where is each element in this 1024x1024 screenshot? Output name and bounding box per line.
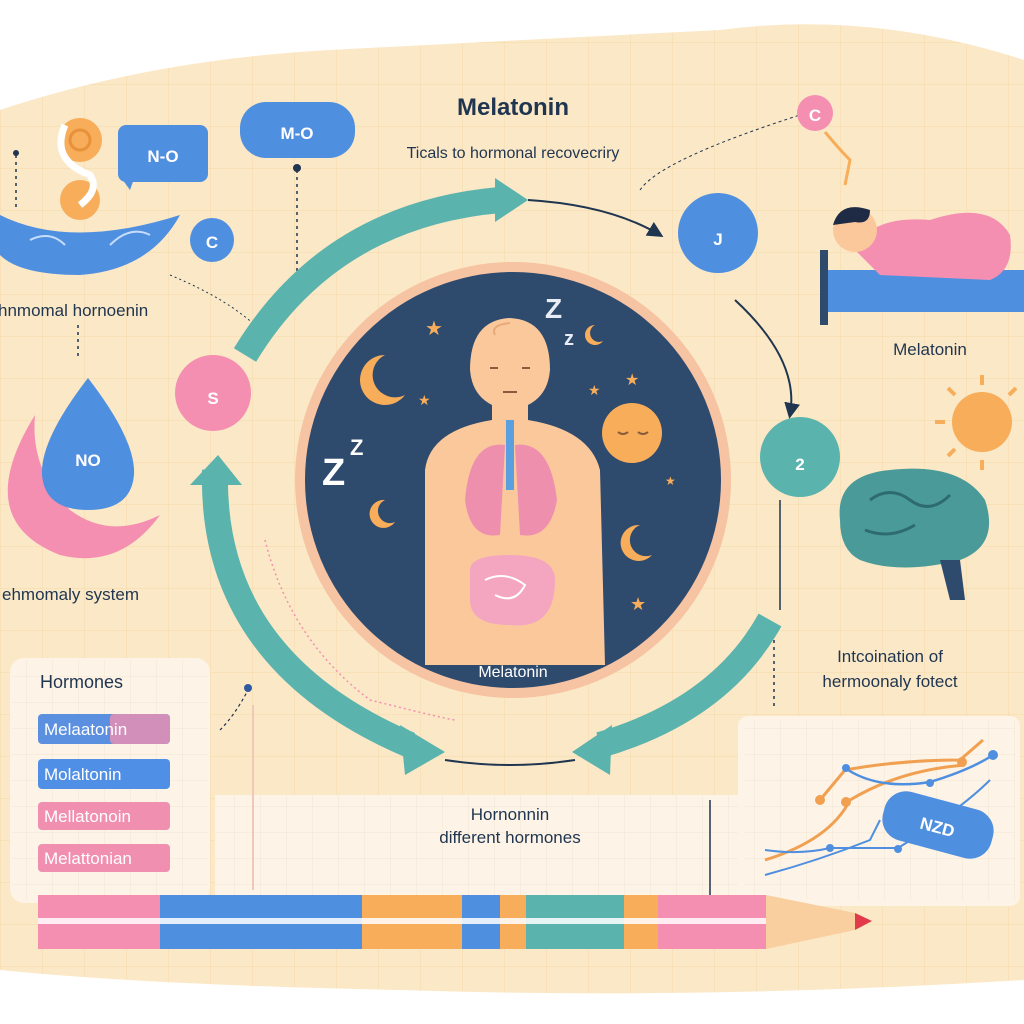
line-chart-panel: NZD [738, 716, 1020, 906]
hormone-item-3: Melattonian [38, 844, 170, 872]
label-text: C [206, 233, 218, 252]
right-sleep-label: Melatonin [893, 340, 967, 359]
moon-icon [359, 355, 405, 406]
label-text: Z [350, 435, 363, 460]
star-icons: ★ ★ ★ ★ ★ ★ [418, 318, 676, 614]
nzd-badge: NZD [882, 791, 994, 859]
hormones-title: Hormones [40, 672, 123, 692]
circle-caption: Melatonin [478, 664, 547, 681]
n-o-label: N-O [147, 147, 178, 166]
label-text: Melattonian [44, 849, 132, 868]
center-bottom-line2: different hormones [439, 828, 580, 847]
left-top-label: hnmomal hornoenin [0, 301, 148, 320]
moon-icon [369, 499, 395, 528]
pencil-timeline-bar [38, 895, 872, 949]
intestines-icon [470, 555, 555, 626]
label-text: Z [545, 293, 562, 324]
hormone-item-1: Molaltonin [38, 759, 170, 789]
water-drop-icon [41, 378, 135, 510]
left-bottom-label: ehmomaly system [2, 585, 139, 604]
pink-crescent-icon [7, 415, 160, 559]
sun-icon [935, 375, 1018, 470]
zz-large: Z [322, 452, 345, 494]
c-badge-small: C [190, 218, 234, 262]
label-text: z [564, 328, 574, 350]
right-info-line1: Intcoination of [837, 647, 943, 666]
label-text: ★ [425, 318, 443, 340]
label-text: ★ [588, 382, 601, 398]
sleeping-person-icon [820, 207, 1024, 325]
body-night-circle: ★ ★ ★ ★ ★ ★ Z Z Z z Melatonin [295, 262, 731, 698]
subtitle: Ticals to hormonal recovecriry [407, 145, 620, 162]
label-text: Molaltonin [44, 765, 122, 784]
moon-icon [620, 524, 652, 561]
moon-icon [585, 325, 603, 345]
orange-cells-icon [57, 118, 102, 220]
c-badge-pink: C [797, 95, 833, 131]
label-text: ★ [665, 474, 676, 488]
label-text: ★ [418, 392, 431, 408]
label-text: Melaatonin [44, 720, 127, 739]
cycle-arrows [201, 187, 782, 758]
label-text: 2 [795, 455, 804, 474]
label-text: J [713, 230, 722, 249]
label-text: ★ [630, 594, 646, 614]
brain-icon [839, 468, 990, 600]
m-o-label: M-O [280, 124, 313, 143]
blue-organ-icon [0, 215, 180, 275]
j-badge: J [678, 193, 758, 273]
label-text: Mellatonoin [44, 807, 131, 826]
hormone-item-2: Mellatonoin [38, 802, 170, 830]
two-badge: 2 [760, 417, 840, 497]
sleeping-moon-face-icon [602, 403, 662, 463]
label-text: ★ [625, 372, 639, 389]
right-info-line2: hermoonaly fotect [822, 672, 957, 691]
label-text: C [809, 106, 821, 125]
m-o-badge: M-O [240, 102, 355, 158]
hormones-panel: Hormones Melaatonin Molaltonin Mellatono… [10, 658, 210, 903]
s-badge: S [175, 355, 251, 431]
center-bottom-line1: Hornonnin [471, 805, 549, 824]
hormone-item-0: Melaatonin [38, 714, 170, 744]
label-text: S [207, 389, 218, 408]
no-drop-label: NO [75, 451, 101, 470]
title: Melatonin [457, 94, 569, 121]
lungs-icon [465, 444, 557, 536]
n-o-bubble: N-O [118, 125, 208, 190]
